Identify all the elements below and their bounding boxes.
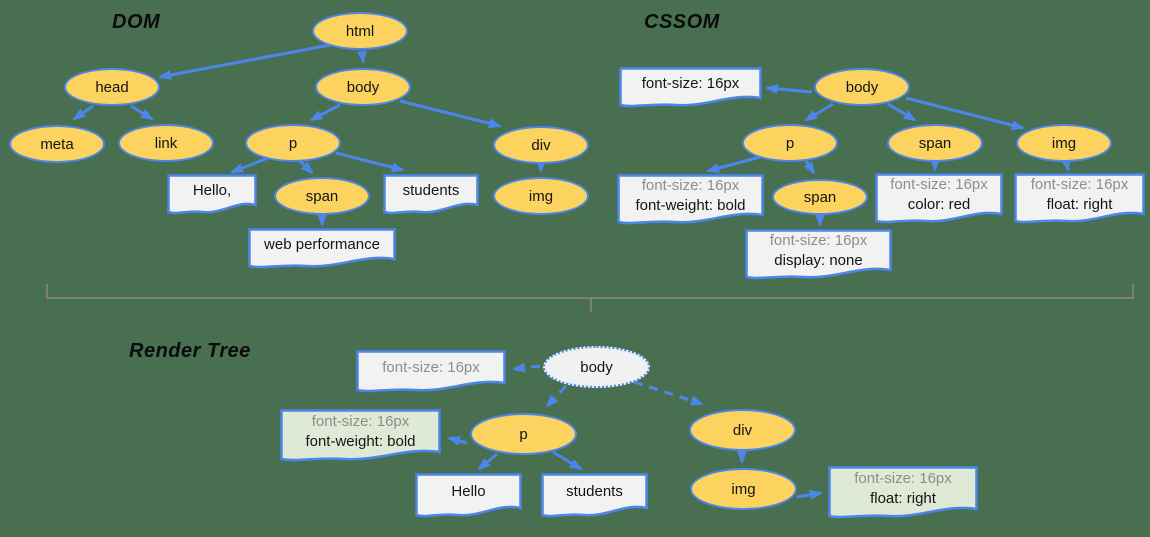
dom-title: DOM bbox=[112, 11, 161, 33]
dom-node-link: link bbox=[118, 124, 214, 162]
dom-text-hello: Hello, bbox=[167, 174, 257, 216]
cssom-node-body: body bbox=[814, 68, 910, 106]
render-text-students: students bbox=[541, 473, 648, 519]
wave-shape bbox=[383, 174, 479, 215]
render-rule-p: font-size: 16px font-weight: bold bbox=[280, 409, 441, 463]
cssom-rule-span-child: font-size: 16px display: none bbox=[745, 229, 892, 281]
wave-shape bbox=[617, 174, 764, 225]
dom-node-span: span bbox=[274, 177, 370, 215]
dom-node-head: head bbox=[64, 68, 160, 106]
dom-arrows bbox=[72, 43, 546, 227]
cssom-node-img: img bbox=[1016, 124, 1112, 162]
render-node-body: body bbox=[543, 346, 650, 388]
cssom-rule-span: font-size: 16px color: red bbox=[875, 173, 1003, 225]
cssom-rule-p: font-size: 16px font-weight: bold bbox=[617, 174, 764, 226]
wave-shape bbox=[828, 466, 978, 519]
wave-shape bbox=[167, 174, 257, 215]
merge-bracket bbox=[46, 284, 1134, 312]
wave-shape bbox=[1014, 173, 1145, 224]
cssom-rule-img: font-size: 16px float: right bbox=[1014, 173, 1145, 225]
render-node-div: div bbox=[689, 409, 796, 451]
render-rule-body: font-size: 16px bbox=[356, 350, 506, 394]
cssom-node-p: p bbox=[742, 124, 838, 162]
dom-node-img: img bbox=[493, 177, 589, 215]
cssom-title: CSSOM bbox=[644, 11, 720, 33]
wave-shape bbox=[280, 409, 441, 462]
cssom-rule-body: font-size: 16px bbox=[619, 67, 762, 109]
dom-node-html: html bbox=[312, 12, 408, 50]
render-rule-img: font-size: 16px float: right bbox=[828, 466, 978, 520]
wave-shape bbox=[541, 473, 648, 518]
wave-shape bbox=[248, 228, 396, 269]
wave-shape bbox=[619, 67, 762, 108]
wave-shape bbox=[415, 473, 522, 518]
dom-text-web-performance: web performance bbox=[248, 228, 396, 270]
wave-shape bbox=[356, 350, 506, 393]
dom-node-body: body bbox=[315, 68, 411, 106]
cssom-node-span-child: span bbox=[772, 179, 868, 215]
render-node-p: p bbox=[470, 413, 577, 455]
wave-shape bbox=[875, 173, 1003, 224]
dom-node-p: p bbox=[245, 124, 341, 162]
cssom-arrows bbox=[706, 83, 1071, 227]
cssom-node-span: span bbox=[887, 124, 983, 162]
render-tree-title: Render Tree bbox=[129, 340, 251, 362]
dom-node-meta: meta bbox=[9, 125, 105, 163]
render-node-img: img bbox=[690, 468, 797, 510]
wave-shape bbox=[745, 229, 892, 280]
dom-node-div: div bbox=[493, 126, 589, 164]
render-text-hello: Hello bbox=[415, 473, 522, 519]
render-arrows-dashed bbox=[512, 362, 704, 408]
render-arrows bbox=[447, 436, 823, 500]
dom-text-students: students bbox=[383, 174, 479, 216]
